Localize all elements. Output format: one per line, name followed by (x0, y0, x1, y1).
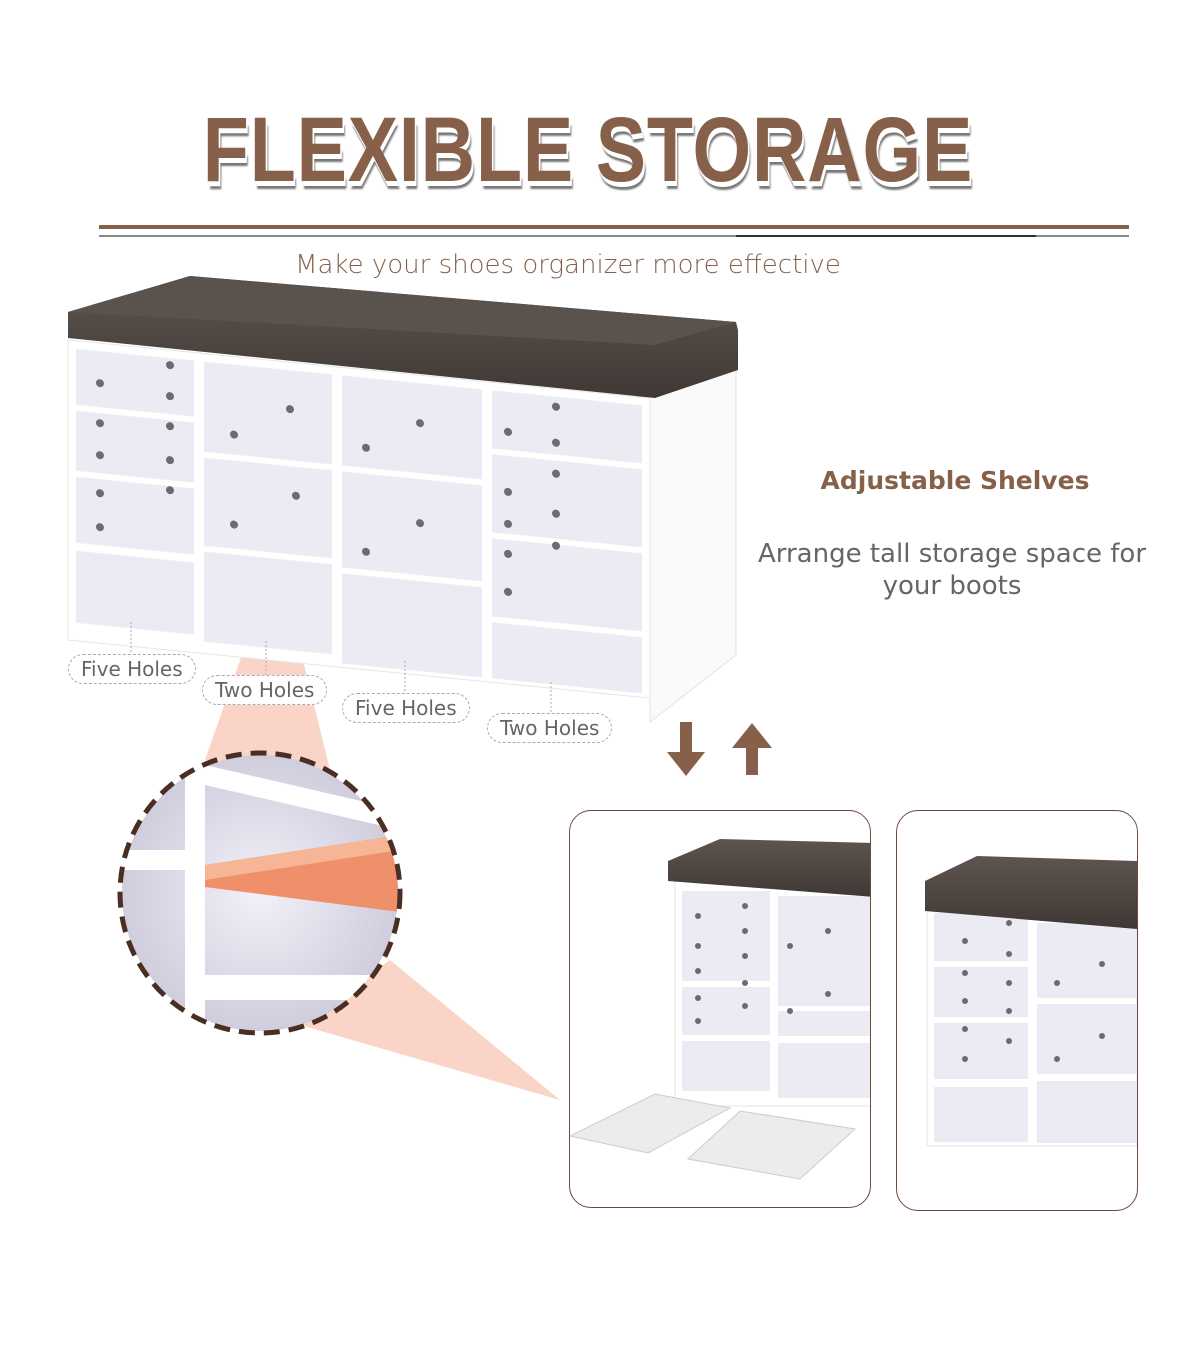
arrow-down-icon (667, 722, 705, 776)
bench-front (67, 339, 651, 699)
seat-cushion (668, 839, 870, 897)
divider-secondary (99, 235, 1129, 237)
feature-description-line: your boots (882, 571, 1022, 601)
bench-side-panel (649, 359, 737, 724)
zoom-detail-circle (117, 750, 403, 1036)
configuration-all-shelves (896, 810, 1138, 1211)
highlight-beam-upper (205, 555, 330, 770)
feature-title: Adjustable Shelves (820, 466, 1090, 495)
removed-shelf (570, 1093, 732, 1154)
hole-label: Two Holes (487, 713, 613, 743)
hole-label: Two Holes (202, 675, 328, 705)
feature-description-line: Arrange tall storage space for (757, 539, 1147, 569)
page-title: FLEXIBLE STORAGE (202, 99, 974, 201)
hole-label: Five Holes (342, 693, 470, 723)
highlight-beam-lower (300, 960, 560, 1100)
configuration-shelves-removed (569, 810, 871, 1208)
divider (99, 225, 1129, 229)
hole-label: Five Holes (68, 654, 196, 684)
seat-cushion (925, 856, 1137, 929)
removed-shelf (686, 1110, 857, 1180)
subtitle: Make your shoes organizer more effective (295, 250, 841, 280)
adjust-arrows (667, 722, 772, 776)
feature-description: Arrange tall storage space for your boot… (752, 538, 1152, 602)
arrow-up-icon (732, 723, 772, 775)
